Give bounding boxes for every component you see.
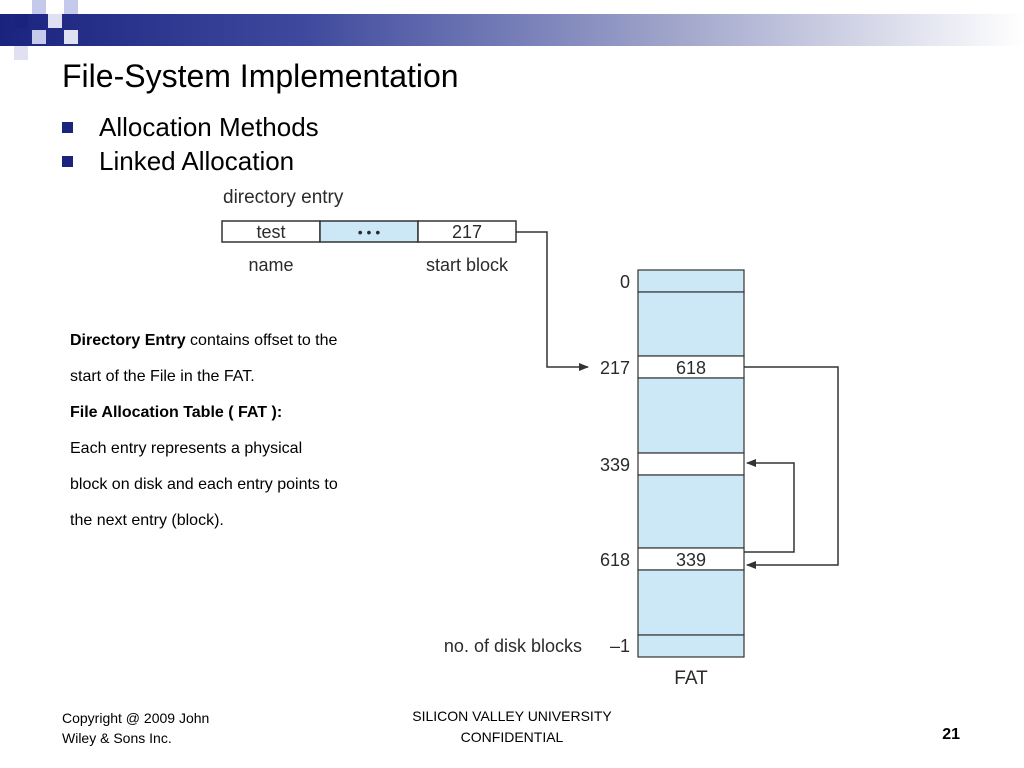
name-label: name [248,255,293,275]
fat-filler-block [637,569,745,636]
explanation-line: contains offset to the [185,332,338,349]
fat-row-last [637,634,745,658]
footer-university: SILICON VALLEY UNIVERSITY CONFIDENTIAL [380,706,644,748]
fat-index-618: 618 [600,550,630,570]
explanation-line: the next entry (block). [70,512,224,529]
directory-to-fat-arrow [516,231,589,371]
entry-ellipsis-value: • • • [358,224,381,240]
fat-value-339: 339 [676,550,706,570]
end-marker: –1 [610,636,630,656]
corner-decoration [0,0,90,64]
fat-filler-block [637,291,745,357]
confidential-line: CONFIDENTIAL [460,729,564,745]
directory-entry-term: Directory Entry [70,332,186,349]
square-bullet-icon [62,121,73,133]
bullet-item-allocation-methods: Allocation Methods [62,112,319,143]
disk-blocks-label: no. of disk blocks [444,636,582,656]
fat-row-339 [637,452,745,476]
square-bullet-icon [62,155,73,167]
bullet-item-linked-allocation: Linked Allocation [62,146,294,177]
start-block-label: start block [426,255,509,275]
linked-allocation-diagram: directory entry test • • • 217 name star… [221,187,839,689]
corner-square-light [64,0,78,14]
explanation-text: Directory Entry contains offset to the s… [70,322,420,538]
explanation-line: block on disk and each entry points to [70,476,338,493]
page-number: 21 [942,726,960,743]
fat-term: File Allocation Table ( FAT ): [70,404,283,421]
footer-copyright: Copyright @ 2009 John Wiley & Sons Inc. [62,708,262,748]
fat-label: FAT [674,668,708,689]
corner-square-light [14,46,28,60]
directory-entry-row: test • • • 217 [221,220,517,243]
corner-square-light [64,30,78,44]
pointer-217-to-618-arrow [744,366,839,569]
fat-filler-block [637,474,745,549]
fat-index-217: 217 [600,358,630,378]
fat-table: 618 339 [637,269,745,658]
copyright-line: Wiley & Sons Inc. [62,730,172,746]
corner-square-light [32,30,46,44]
directory-entry-label: directory entry [223,187,344,208]
explanation-line: start of the File in the FAT. [70,368,255,385]
fat-value-618: 618 [676,358,706,378]
entry-name-value: test [256,222,285,242]
bullet-text: Allocation Methods [99,112,319,142]
corner-square-light [32,0,46,14]
bullet-text: Linked Allocation [99,146,295,176]
copyright-line: Copyright @ 2009 John [62,710,210,726]
corner-square-light [48,14,62,28]
explanation-line: Each entry represents a physical [70,440,303,457]
fat-index-0: 0 [620,272,630,292]
fat-filler-block [637,377,745,454]
pointer-618-to-339-arrow [744,459,795,553]
corner-square-dark [14,14,28,28]
fat-index-339: 339 [600,455,630,475]
university-line: SILICON VALLEY UNIVERSITY [412,708,612,724]
entry-start-block-value: 217 [452,222,482,242]
slide-title: File-System Implementation [62,58,459,94]
title-bar-gradient [0,14,1024,46]
fat-row-0 [637,269,745,293]
